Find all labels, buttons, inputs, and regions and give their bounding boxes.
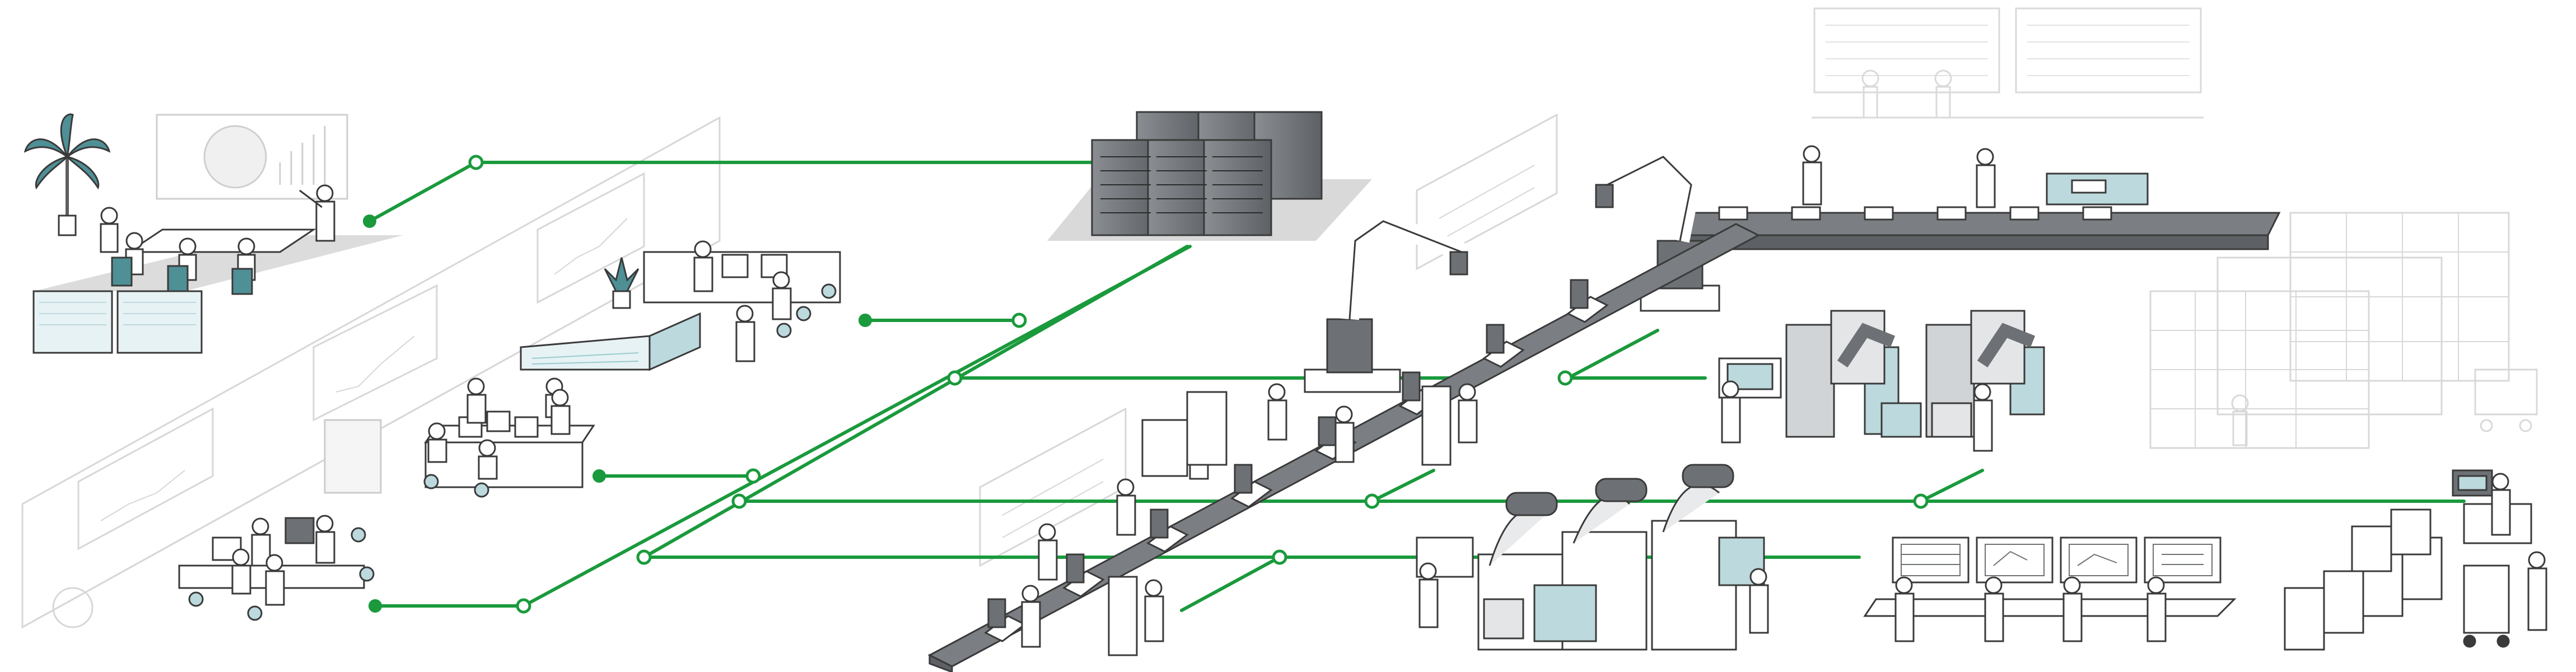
background-planning-boards [1812, 7, 2204, 119]
robotic-cells [1718, 310, 2045, 452]
palm-plant-icon [24, 113, 111, 236]
network-nodes [363, 155, 1929, 614]
design-team [178, 515, 375, 621]
press-machines [1416, 464, 1769, 651]
top-conveyor [1678, 145, 2281, 250]
meeting-room [24, 113, 403, 354]
shipping-area [2284, 469, 2547, 651]
main-assembly-conveyor [927, 223, 1761, 672]
office-workstations [520, 240, 841, 418]
server-rack [1047, 111, 1372, 241]
robot-arm-assembly [1304, 145, 1720, 393]
collaboration-area [324, 377, 595, 498]
monitoring-desks [1863, 536, 2237, 642]
warehouse-racks [2149, 212, 2538, 449]
